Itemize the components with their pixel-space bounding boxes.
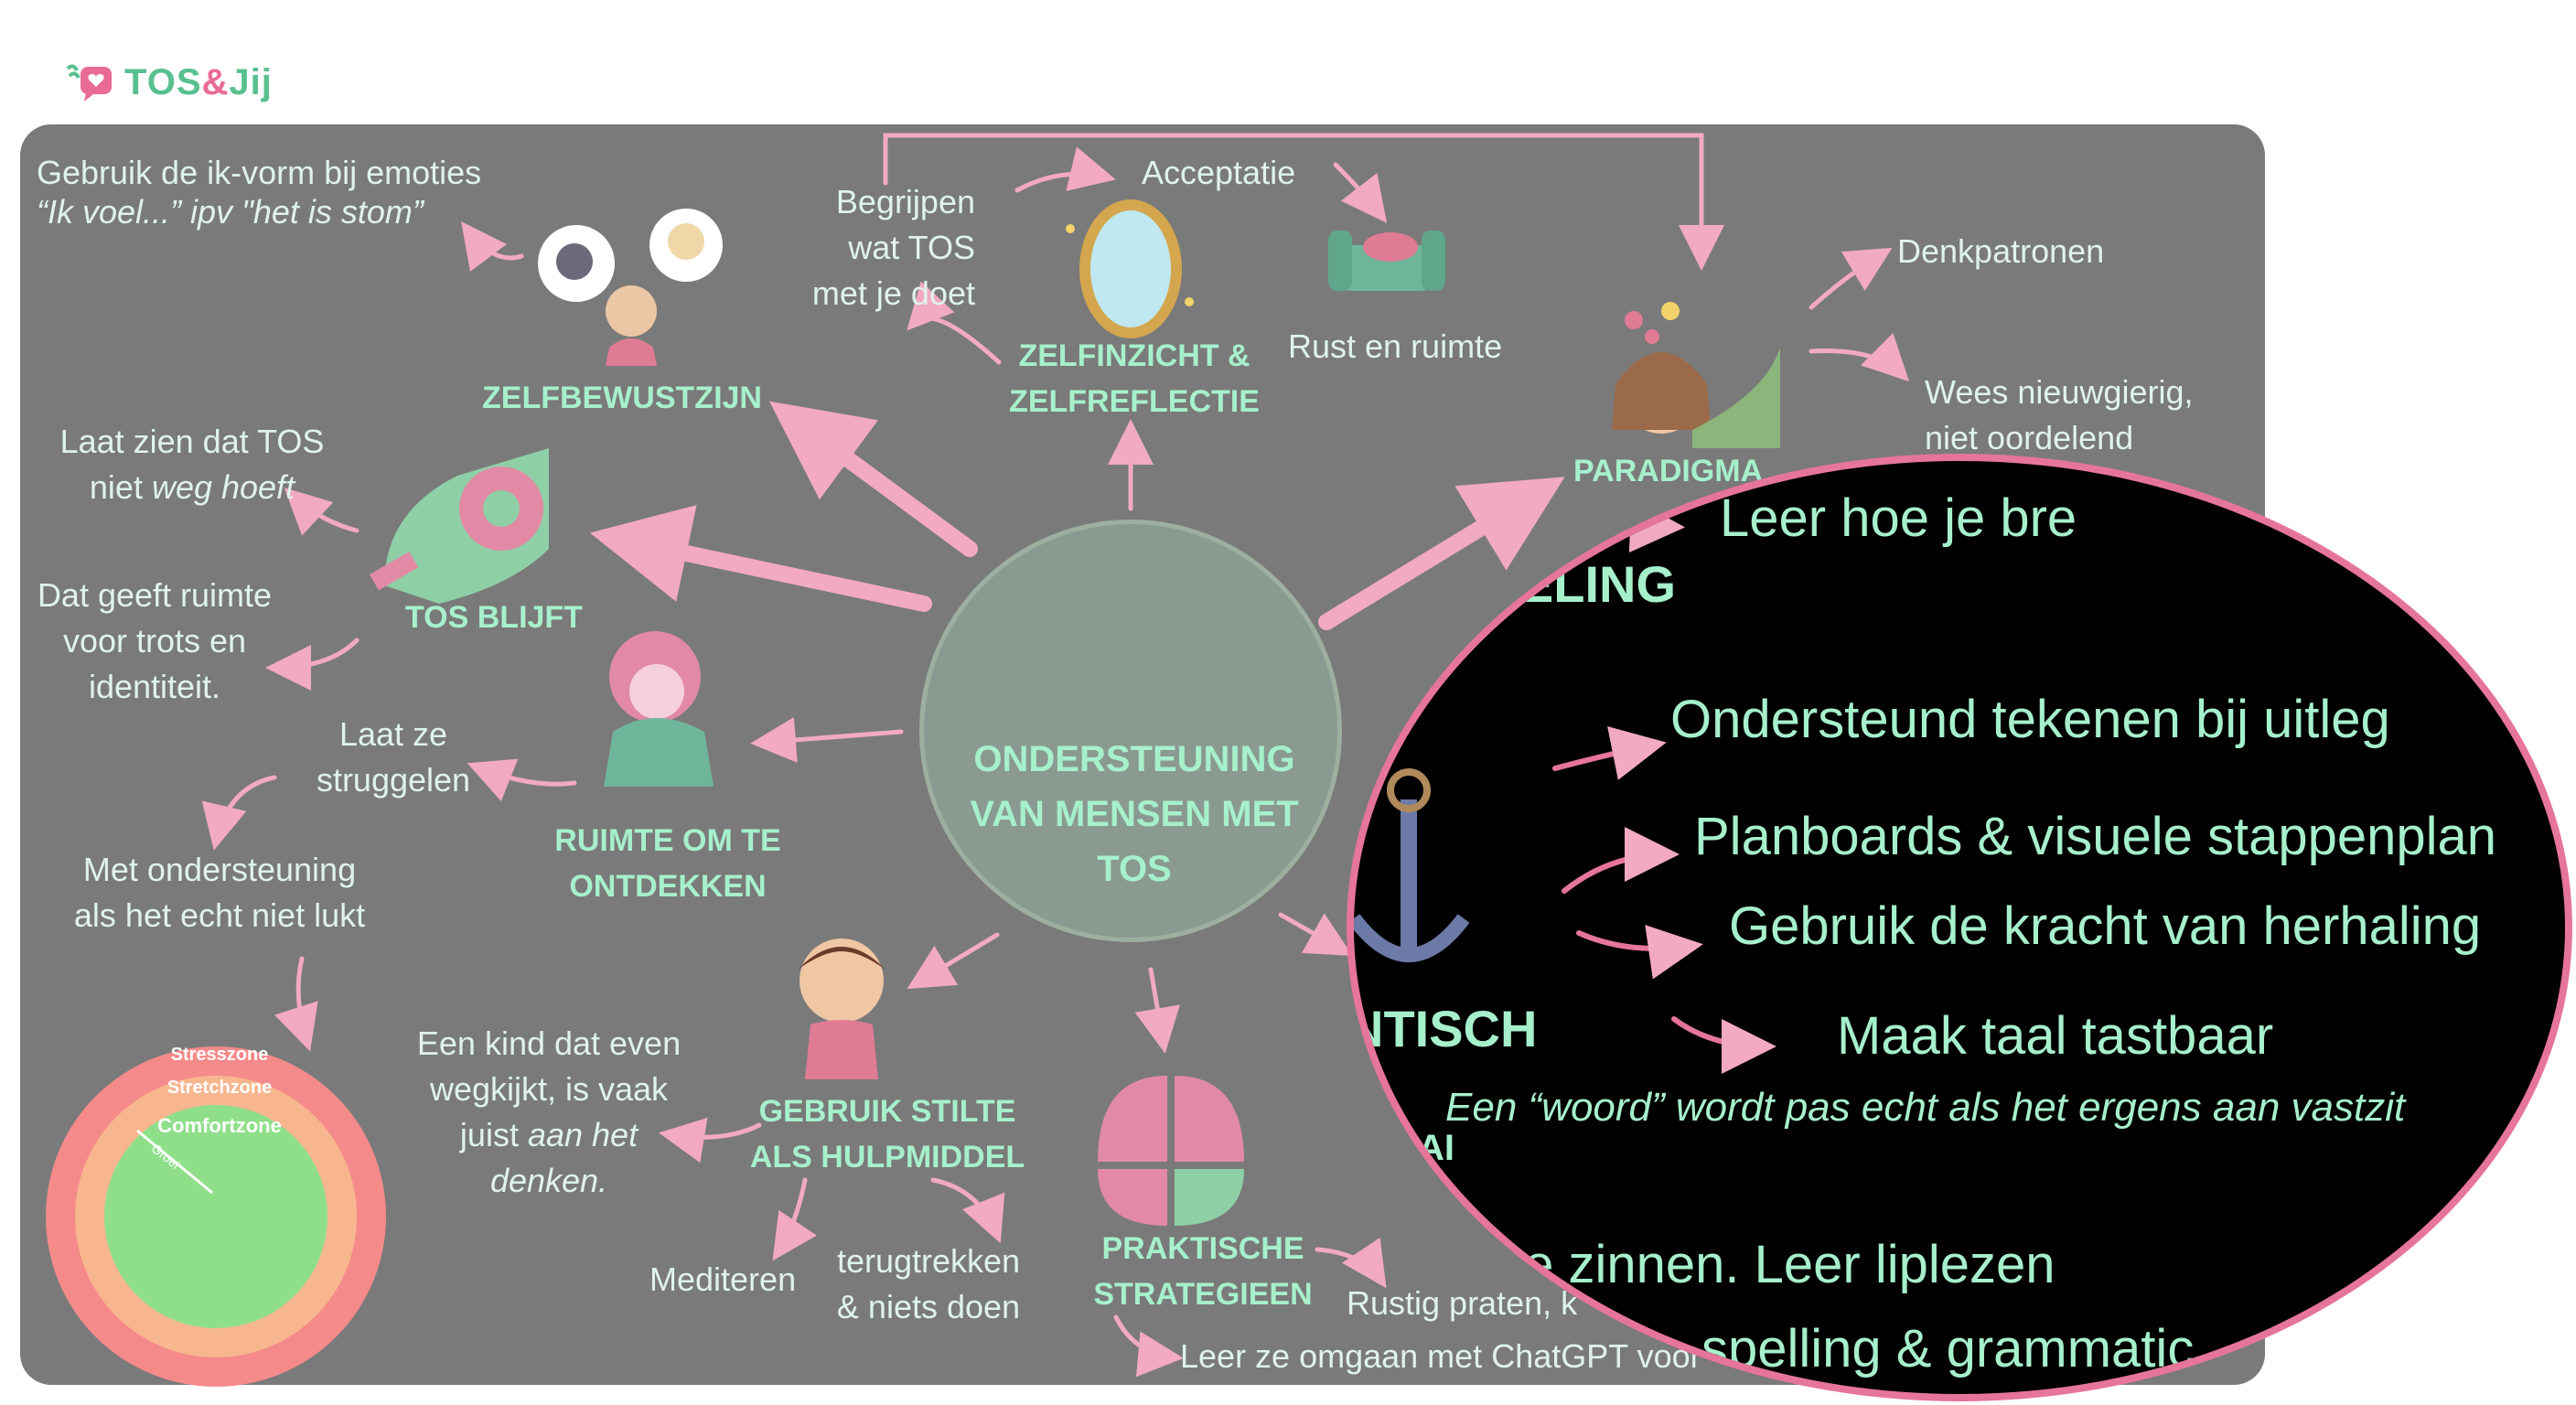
speech-heart-icon [66, 64, 112, 102]
magnifier-person-icon [604, 631, 714, 787]
center-node [919, 520, 1342, 942]
arrow-to-ai [1278, 912, 1353, 956]
arrow-to-zones [274, 956, 318, 1052]
anchor-icon [1354, 768, 1470, 962]
center-title: ONDERSTEUNING VAN MENSEN MET TOS [970, 739, 1299, 889]
note-laat-zien: Laat zien dat TOS niet weg hoeft [59, 423, 325, 506]
arrow-to-terug [930, 1177, 1005, 1244]
mag-tekenen: Ondersteund tekenen bij uitleg [1670, 690, 2390, 749]
comfort-zone-diagram [46, 1046, 386, 1387]
note-denkpatronen: Denkpatronen [1897, 232, 2105, 270]
arrow-to-rustig [1315, 1237, 1387, 1289]
mag-heading-uk: UK [1482, 486, 1556, 543]
arrow-to-begrijpen [907, 281, 1002, 365]
note-chatgpt: Leer ze omgaan met ChatGPT voor [1180, 1337, 1701, 1375]
node-tos-blijft: TOS BLIJFT [405, 600, 583, 635]
zone-label-stress: Stresszone [170, 1045, 269, 1065]
note-nieuwsgierig: Wees nieuwgierig,niet oordelend [1925, 373, 2194, 456]
arrow-to-ondersteuning [201, 775, 277, 851]
note-ikvorm: Gebruik de ik-vorm bij emoties “Ik voel.… [37, 154, 482, 231]
arrow-to-ruimte [750, 716, 904, 763]
mag-taal: Maak taal tastbaar [1837, 1006, 2274, 1066]
mag-heading-ai: AI [1418, 1128, 1454, 1168]
arrow-to-nieuwsgierig [1809, 333, 1910, 382]
mirror-icon [1066, 199, 1194, 338]
note-rustig: Rustig praten, k [1347, 1284, 1578, 1322]
note-mediteren: Mediteren [649, 1260, 797, 1298]
sofa-icon [1328, 231, 1445, 291]
arrow-to-stilte [907, 932, 1000, 990]
magnifier-arrows [1354, 484, 1776, 1074]
arrow-to-laat-zien [284, 488, 360, 536]
strategy-quadrants-icon [1098, 1076, 1244, 1226]
arrow-to-strategieen [1134, 967, 1180, 1054]
note-rust: Rust en ruimte [1288, 327, 1503, 365]
arrow-to-struggelen [467, 758, 577, 802]
correction-tape-icon [370, 448, 549, 604]
arrow-to-chatgpt [1113, 1314, 1184, 1378]
brand-logo[interactable]: TOS&Jij [64, 57, 273, 108]
arrow-to-rust [1333, 162, 1388, 223]
brand-name: TOS&Jij [124, 61, 273, 102]
mag-spelling: spelling & grammatic [1701, 1319, 2195, 1378]
mag-planboards: Planboards & visuele stappenplan [1694, 807, 2497, 866]
zone-label-comfort: Comfortzone [157, 1114, 282, 1137]
mag-leer-hoe: Leer hoe je bre [1720, 488, 2077, 548]
arrow-to-mediteren [772, 1177, 817, 1261]
zone-label-stretch: Stretchzone [166, 1078, 273, 1098]
arrow-to-ikvorm [460, 221, 524, 272]
mag-zinnen: te zinnen. Leer liplezen [1509, 1235, 2055, 1294]
arrow-to-kind [659, 1117, 762, 1164]
arrow-to-trots [265, 638, 360, 691]
node-zelfbewustzijn: ZELFBEWUSTZIJN [482, 381, 762, 415]
arrow-to-tos-blijft [589, 505, 932, 612]
arrow-loop-paradigma [883, 133, 1724, 271]
mag-woord: Een “woord” wordt pas echt als het ergen… [1445, 1085, 2406, 1130]
node-zelfinzicht: ZELFINZICHT &ZELFREFLECTIE [1009, 338, 1260, 419]
person-watering-icon [1612, 302, 1780, 448]
node-paradigma: PARADIGMA [1573, 454, 1764, 488]
arrow-to-acceptatie [1014, 146, 1116, 193]
note-acceptatie: Acceptatie [1142, 154, 1296, 191]
arrow-to-denkpatronen [1809, 247, 1893, 310]
mag-heading-kkeling: KKELING [1445, 555, 1676, 613]
mag-herhaling: Gebruik de kracht van herhaling [1729, 896, 2482, 956]
mag-heading-ntisch: NTISCH [1347, 1000, 1538, 1057]
quiet-child-icon [798, 938, 886, 1079]
arrow-to-zelfbewustzijn [769, 401, 978, 557]
note-terugtrekken: terugtrekken& niets doen [836, 1242, 1021, 1325]
conscience-illustration-icon [538, 209, 723, 366]
arrow-to-paradigma [1318, 477, 1565, 630]
magnifier-overlay: UK KKELING NTISCH AI Leer hoe je bre Ond… [1347, 454, 2572, 1401]
